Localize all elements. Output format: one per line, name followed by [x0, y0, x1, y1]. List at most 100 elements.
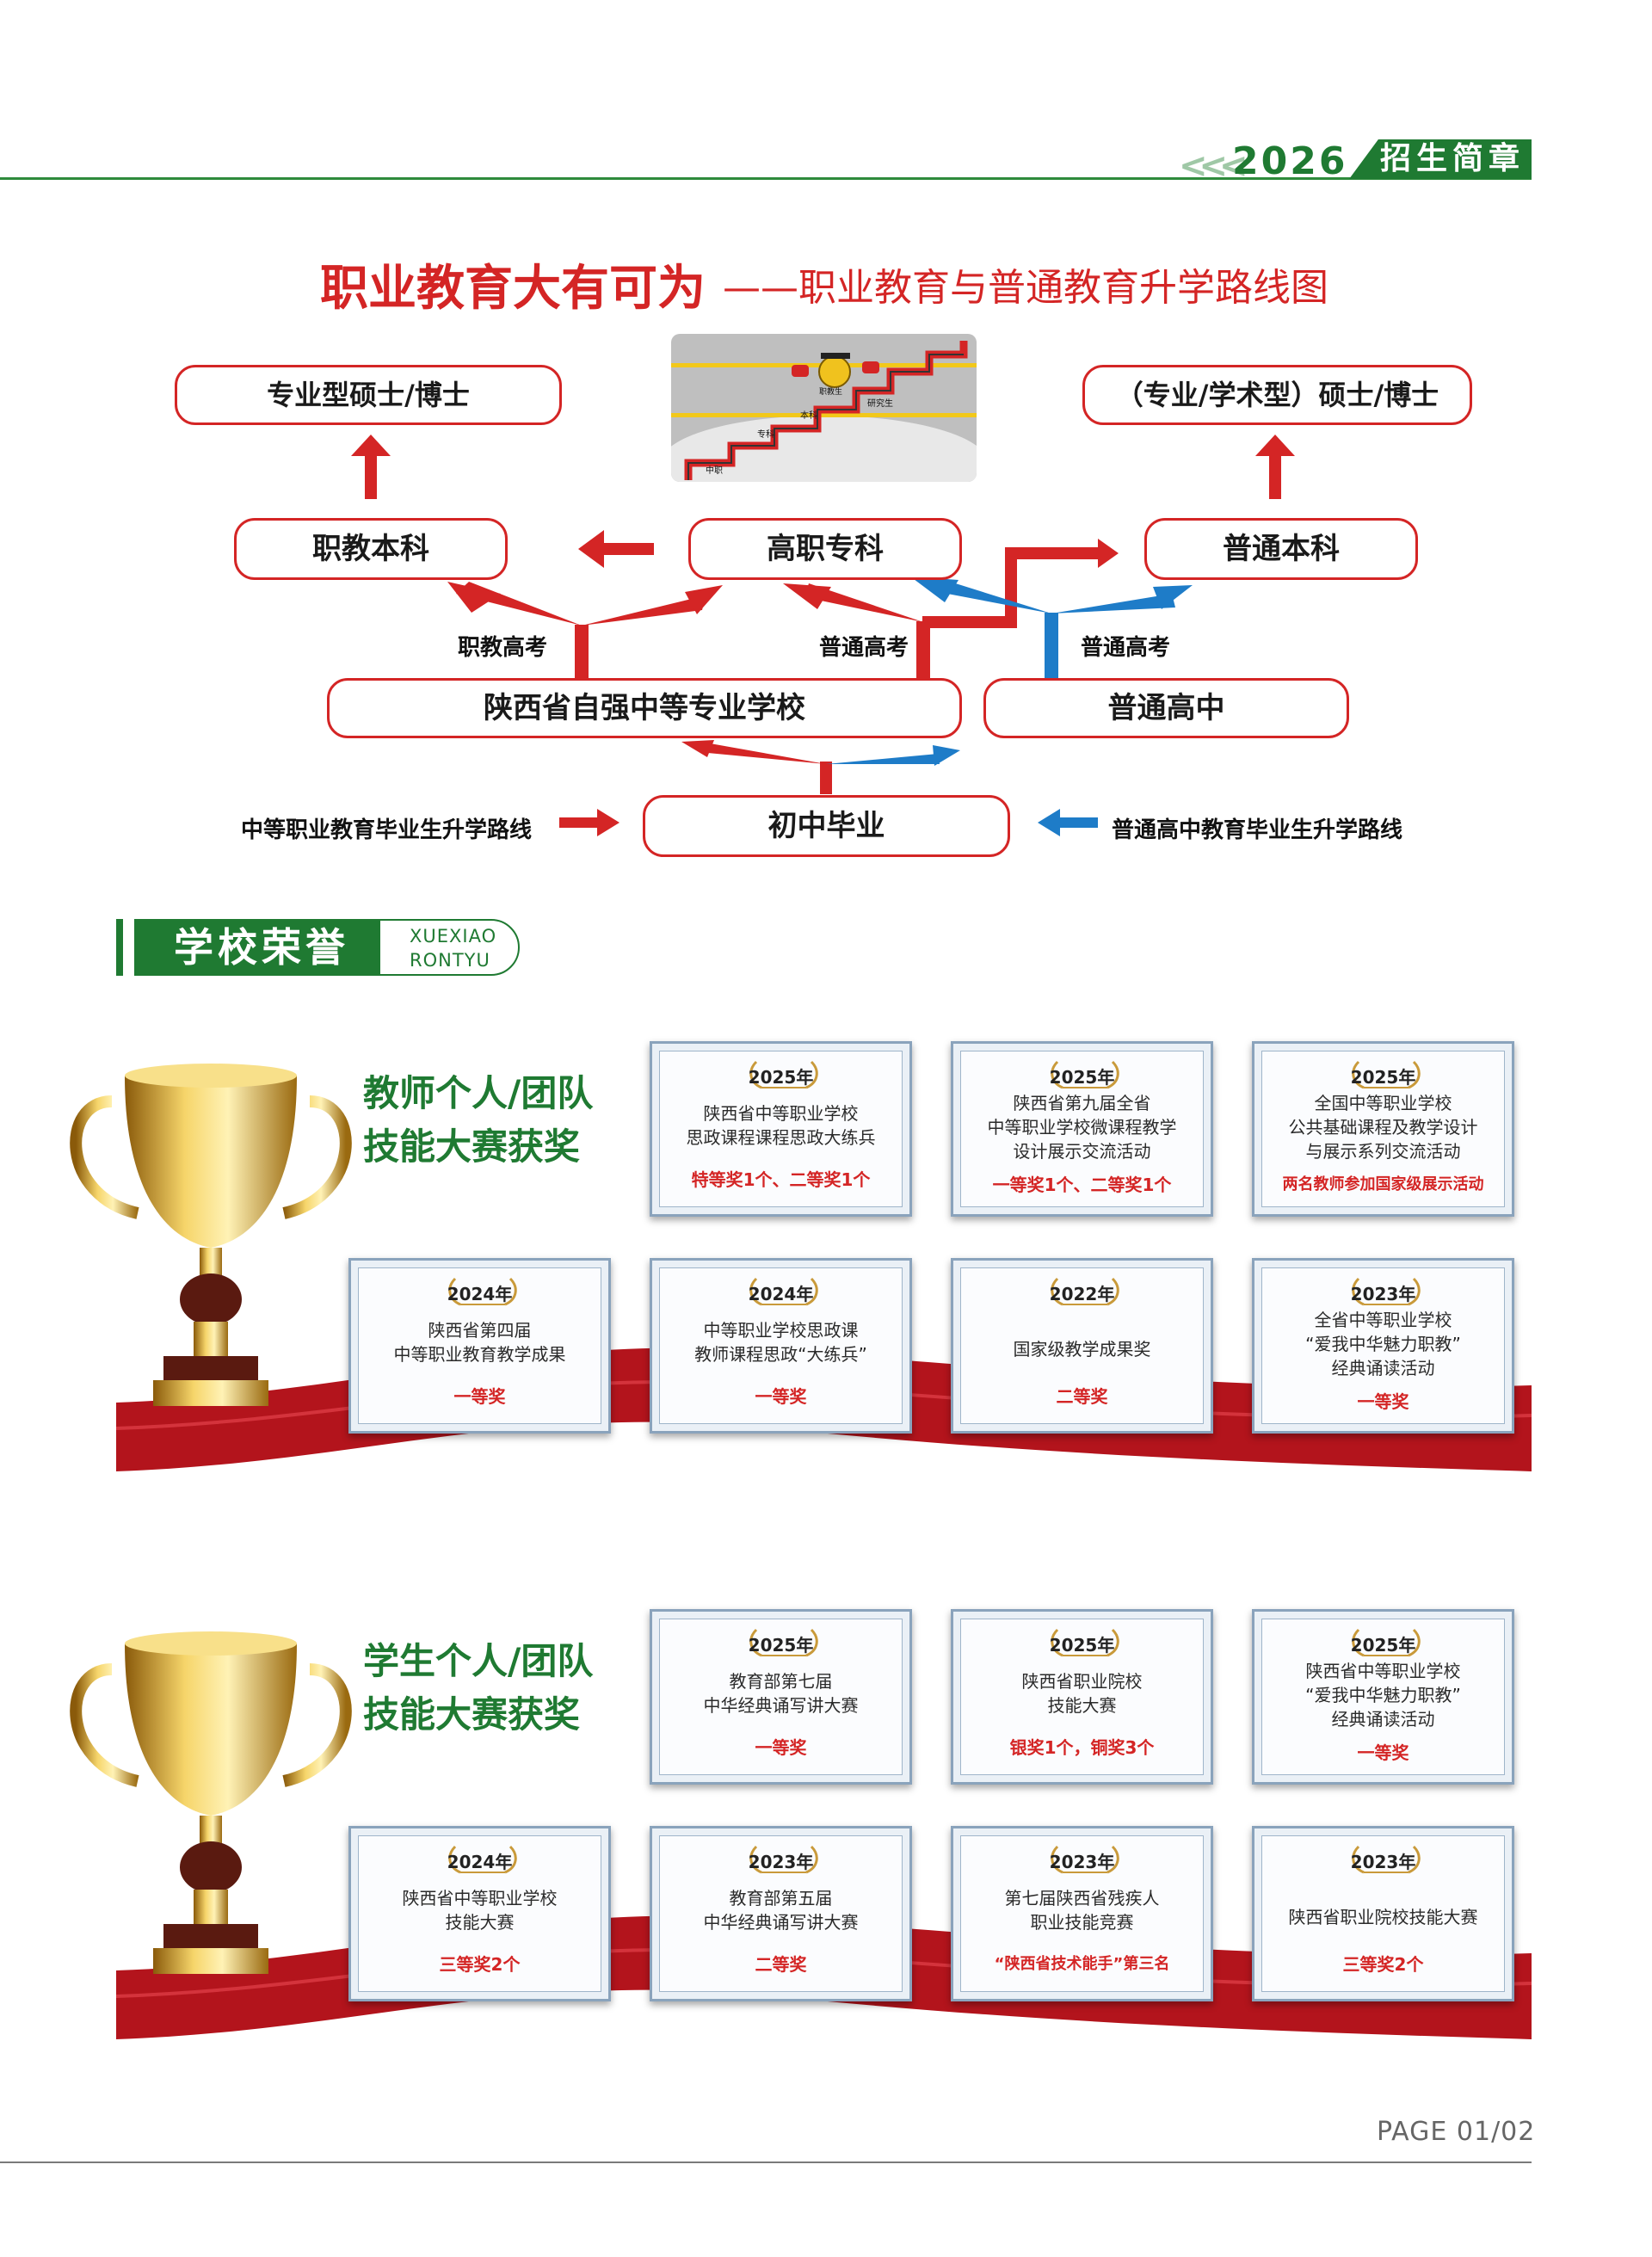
award-desc-line: 陕西省第九届全省 [1013, 1093, 1151, 1113]
header-rule [0, 177, 1532, 180]
award-desc-line: 中等职业教育教学成果 [393, 1344, 566, 1365]
award-desc-line: 全省中等职业学校 [1314, 1310, 1452, 1330]
award-desc-line: 技能大赛 [1047, 1695, 1117, 1716]
award-card: 2025年陕西省中等职业学校“爱我中华魅力职教”经典诵读活动一等奖 [1252, 1609, 1514, 1785]
award-year: 2025年 [748, 1635, 814, 1656]
award-card: 2025年陕西省职业院校技能大赛银奖1个，铜奖3个 [951, 1609, 1213, 1785]
award-desc-line: 陕西省职业院校技能大赛 [1288, 1907, 1478, 1927]
award-desc-line: 设计展示交流活动 [1013, 1141, 1151, 1162]
laurel-icon [1051, 1277, 1119, 1306]
section-title: 学校荣誉 [134, 919, 392, 976]
award-card-frame: 2023年全省中等职业学校“爱我中华魅力职教”经典诵读活动一等奖 [1261, 1267, 1505, 1424]
page-subtitle: ——职业教育与普通教育升学路线图 [723, 266, 1328, 310]
award-result: 一等奖1个、二等奖1个 [992, 1175, 1172, 1195]
laurel-icon [749, 1277, 818, 1306]
stairs-label-benke: 本科 [800, 410, 817, 421]
award-result: 银奖1个，铜奖3个 [1009, 1737, 1155, 1758]
award-card: 2024年中等职业学校思政课教师课程思政“大练兵”一等奖 [650, 1258, 912, 1434]
pathway-diagram: 中职 专科 本科 研究生 职教生 专业型硕士/博士 （专业/学术型）硕士/博士 … [0, 0, 1652, 895]
award-desc-line: 全国中等职业学校 [1314, 1093, 1452, 1113]
header-tag: 招生简章 [1349, 139, 1532, 179]
header-year: 2026 [1232, 139, 1348, 183]
node-regular-bachelor: 普通本科 [1144, 518, 1418, 580]
award-result: 特等奖1个、二等奖1个 [691, 1169, 871, 1190]
award-result: 二等奖 [755, 1954, 807, 1975]
node-regular-high-label: 普通高中 [1107, 691, 1225, 725]
award-card-frame: 2025年教育部第七届中华经典诵写讲大赛一等奖 [659, 1619, 903, 1775]
award-year: 2023年 [1049, 1852, 1115, 1872]
award-card-frame: 2024年中等职业学校思政课教师课程思政“大练兵”一等奖 [659, 1267, 903, 1424]
node-regular-bachelor-label: 普通本科 [1223, 532, 1340, 566]
section-pinyin-line2: RONTYU [410, 950, 490, 971]
award-desc-line: 中华经典诵写讲大赛 [703, 1695, 859, 1716]
award-desc-line: 陕西省中等职业学校 [402, 1888, 558, 1909]
award-desc-line: “爱我中华魅力职教” [1305, 1334, 1461, 1354]
trophy-icon [70, 1064, 352, 1406]
laurel-icon [749, 1845, 818, 1874]
node-master-academic: （专业/学术型）硕士/博士 [1082, 365, 1472, 425]
award-year: 2023年 [748, 1852, 814, 1872]
award-card: 2025年陕西省中等职业学校思政课程课程思政大练兵特等奖1个、二等奖1个 [650, 1041, 912, 1217]
award-desc-line: 陕西省中等职业学校 [1305, 1661, 1461, 1681]
legend-blue-arrow [1038, 809, 1098, 836]
node-junior-grad: 初中毕业 [643, 795, 1010, 857]
teacher-award-band: 教师个人/团队 技能大赛获奖 2025年陕西省中等职业学校思政课程课程思政大练兵… [0, 1024, 1652, 1489]
award-result: 三等奖2个 [1342, 1954, 1424, 1975]
award-card-frame: 2025年陕西省第九届全省中等职业学校微课程教学设计展示交流活动一等奖1个、二等… [960, 1051, 1204, 1207]
award-result: 两名教师参加国家级展示活动 [1282, 1175, 1484, 1193]
award-year: 2023年 [1350, 1852, 1416, 1872]
teacher-band-title: 教师个人/团队 技能大赛获奖 [363, 1067, 593, 1174]
stairs-label-zhongzhi: 中职 [706, 465, 723, 476]
award-year: 2024年 [447, 1284, 513, 1304]
award-result: 一等奖 [453, 1386, 506, 1407]
award-card: 2022年国家级教学成果奖二等奖 [951, 1258, 1213, 1434]
award-card: 2024年陕西省中等职业学校技能大赛三等奖2个 [348, 1826, 611, 2001]
award-desc-line: 教育部第七届 [729, 1671, 833, 1692]
award-desc-line: 中华经典诵写讲大赛 [703, 1912, 859, 1933]
teacher-band-title-line2: 技能大赛获奖 [363, 1125, 581, 1168]
laurel-icon [749, 1060, 818, 1089]
section-pinyin: XUEXIAO RONTYU [379, 919, 520, 976]
award-card: 2025年教育部第七届中华经典诵写讲大赛一等奖 [650, 1609, 912, 1785]
award-result: 一等奖 [1357, 1742, 1409, 1763]
award-card: 2023年全省中等职业学校“爱我中华魅力职教”经典诵读活动一等奖 [1252, 1258, 1514, 1434]
node-regular-high: 普通高中 [983, 678, 1349, 738]
award-year: 2025年 [748, 1067, 814, 1088]
award-desc-line: 中等职业学校微课程教学 [987, 1117, 1177, 1138]
award-result: “陕西省技术能手”第三名 [994, 1955, 1170, 1973]
award-card-frame: 2024年陕西省第四届中等职业教育教学成果一等奖 [358, 1267, 601, 1424]
footer-rule [0, 2161, 1532, 2163]
award-year: 2025年 [1049, 1067, 1115, 1088]
node-master-professional-label: 专业型硕士/博士 [267, 379, 470, 411]
award-desc-line: 第七届陕西省残疾人 [1004, 1888, 1160, 1909]
award-card-frame: 2023年第七届陕西省残疾人职业技能竞赛“陕西省技术能手”第三名 [960, 1835, 1204, 1992]
laurel-icon [1352, 1845, 1421, 1874]
laurel-icon [1051, 1060, 1119, 1089]
node-school: 陕西省自强中等专业学校 [327, 678, 962, 738]
node-master-professional: 专业型硕士/博士 [175, 365, 562, 425]
award-card-frame: 2025年全国中等职业学校公共基础课程及教学设计与展示系列交流活动两名教师参加国… [1261, 1051, 1505, 1207]
award-desc-line: 教育部第五届 [729, 1888, 833, 1909]
award-card-frame: 2023年陕西省职业院校技能大赛三等奖2个 [1261, 1835, 1505, 1992]
award-card: 2023年陕西省职业院校技能大赛三等奖2个 [1252, 1826, 1514, 2001]
award-result: 二等奖 [1056, 1386, 1108, 1407]
legend-blue-text: 普通高中教育毕业生升学路线 [1112, 817, 1403, 843]
award-desc-line: 教师课程思政“大练兵” [694, 1344, 867, 1365]
award-desc-line: 经典诵读活动 [1331, 1358, 1435, 1378]
arrow-highschool-branches [910, 577, 1193, 681]
page-title: 职业教育大有可为 [320, 261, 706, 317]
node-higher-vocational-label: 高职专科 [767, 532, 884, 566]
award-result: 一等奖 [755, 1737, 807, 1758]
section-pinyin-line1: XUEXIAO [410, 926, 497, 947]
teacher-band-title-line1: 教师个人/团队 [363, 1072, 594, 1114]
node-higher-vocational: 高职专科 [688, 518, 962, 580]
arrow-school-branches [447, 539, 1119, 681]
award-desc-line: 与展示系列交流活动 [1305, 1141, 1461, 1162]
award-year: 2022年 [1049, 1284, 1115, 1304]
award-card: 2024年陕西省第四届中等职业教育教学成果一等奖 [348, 1258, 611, 1434]
laurel-icon [1051, 1628, 1119, 1657]
award-result: 三等奖2个 [439, 1954, 521, 1975]
award-year: 2023年 [1350, 1284, 1416, 1304]
laurel-icon [448, 1277, 517, 1306]
